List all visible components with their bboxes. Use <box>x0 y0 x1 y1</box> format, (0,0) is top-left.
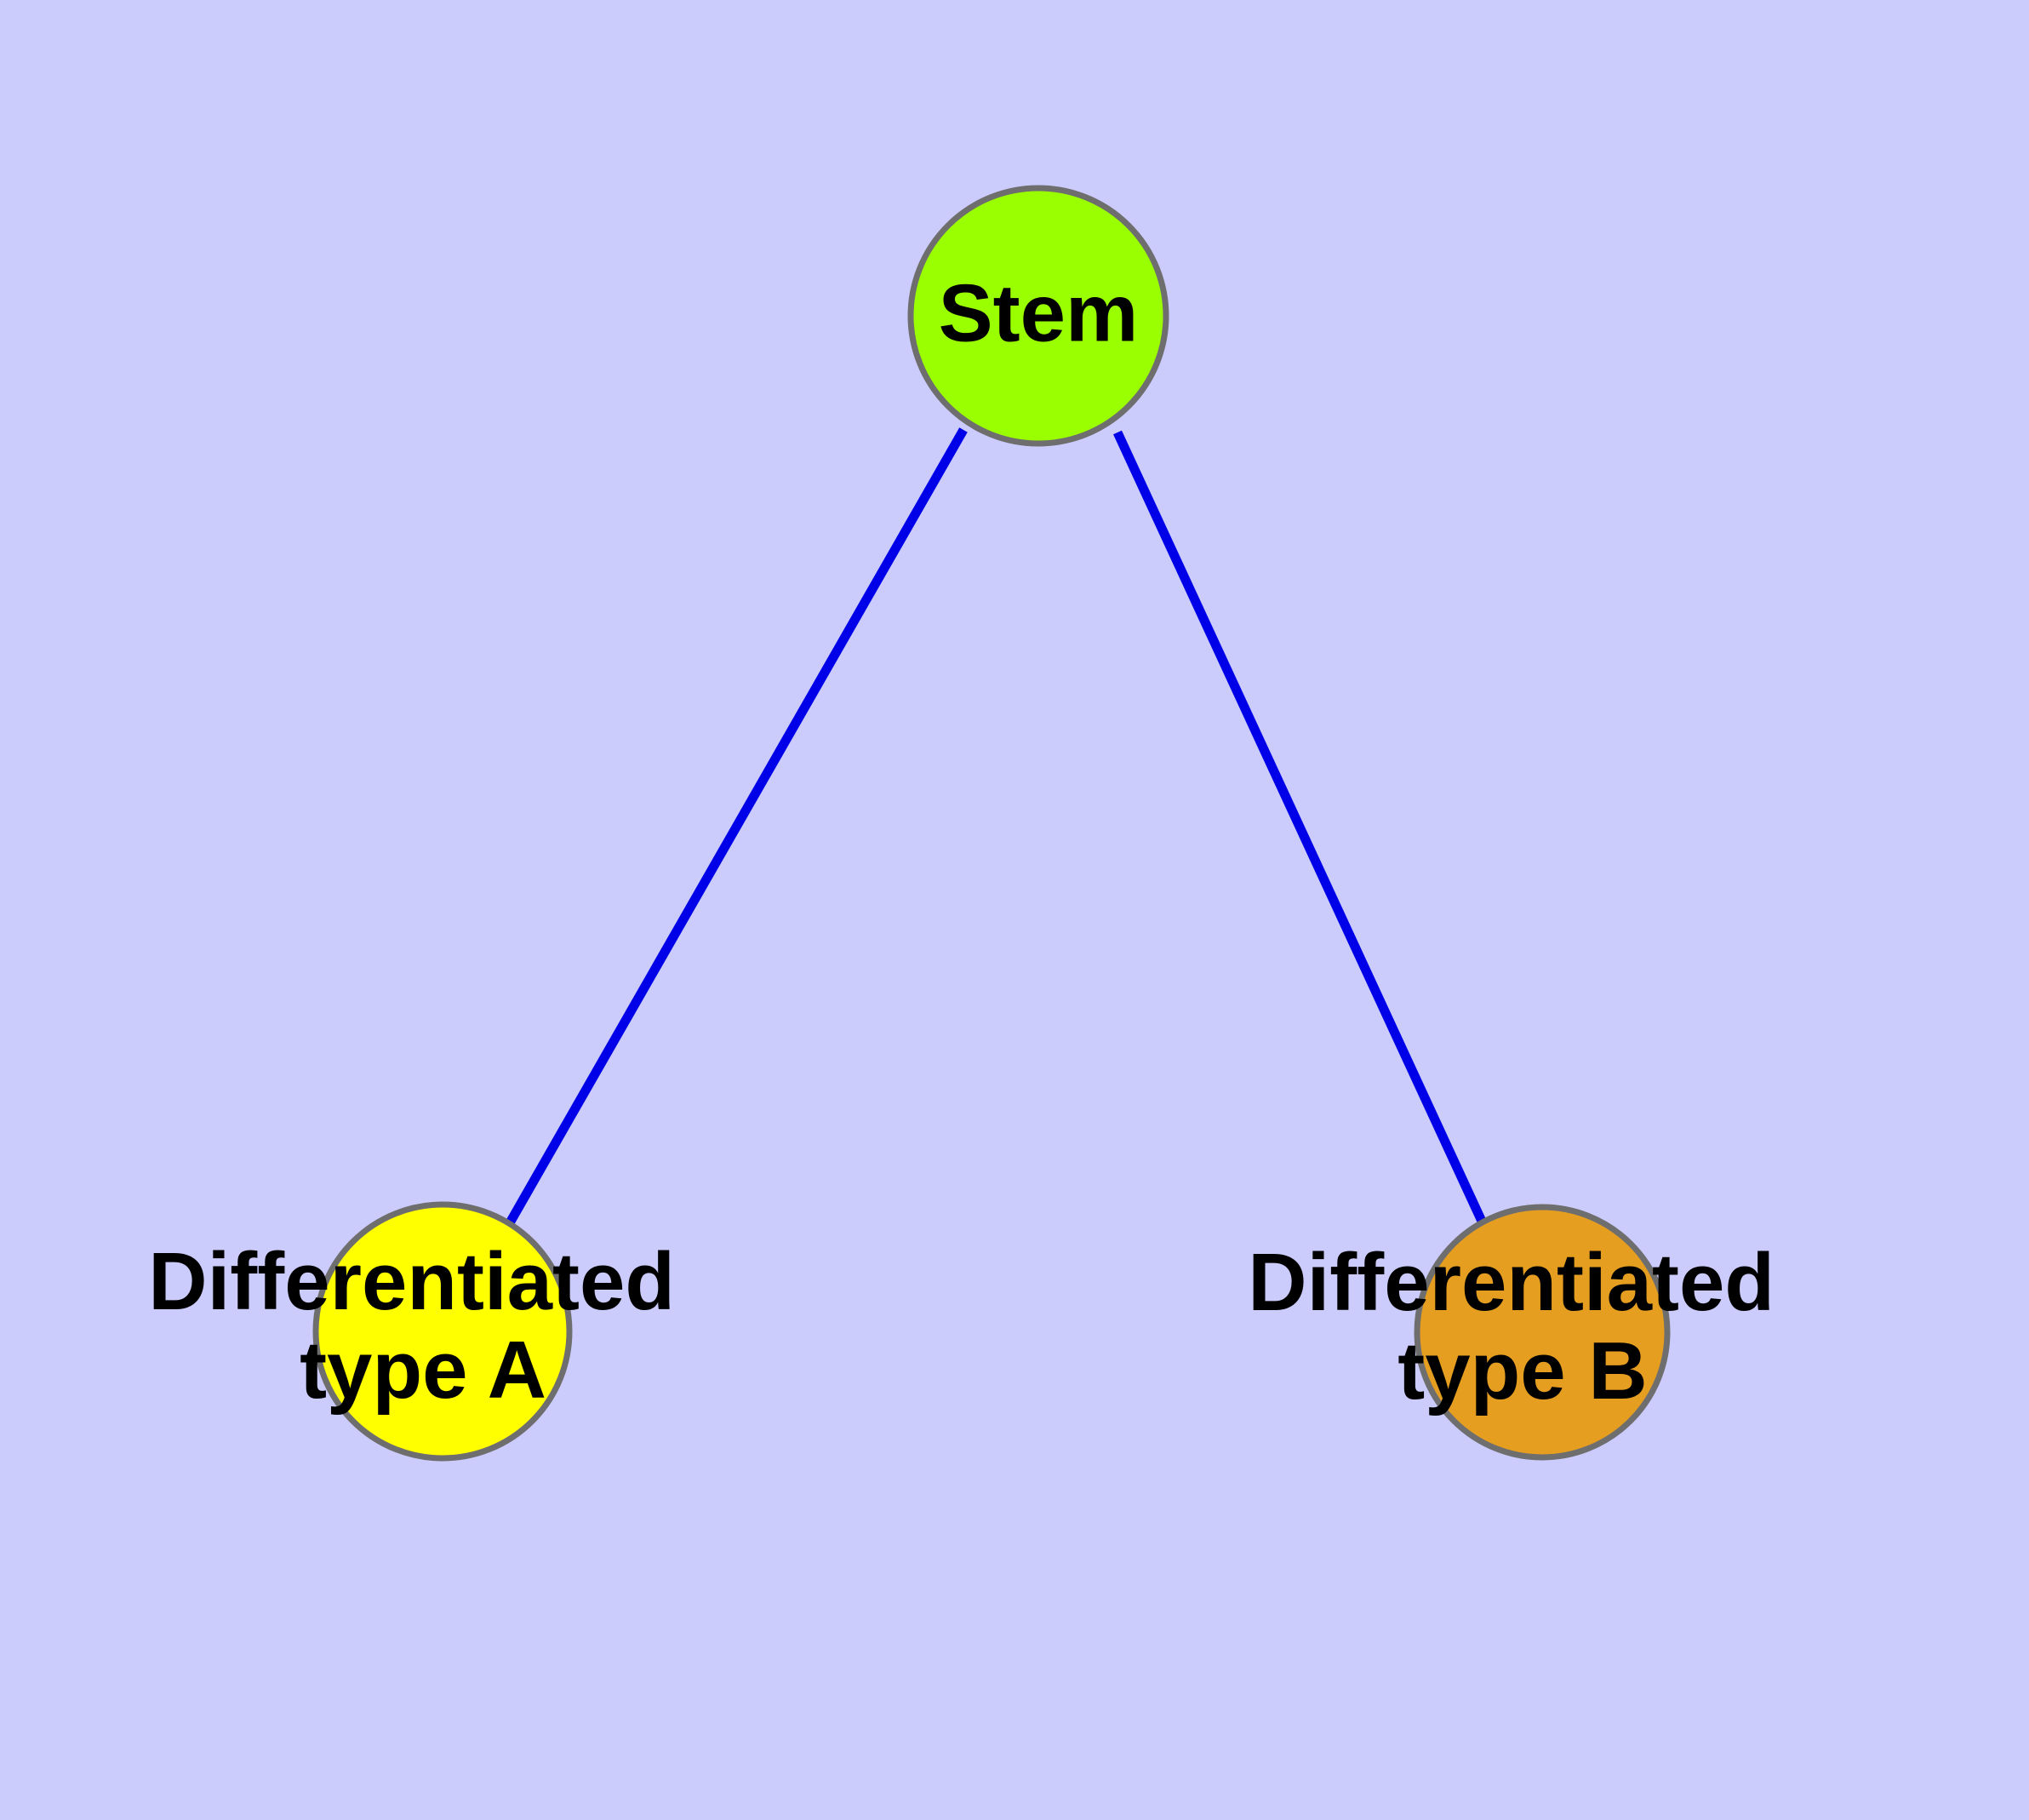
node-stem-circle[interactable] <box>907 185 1169 447</box>
node-stem-label: Stem <box>939 267 1139 358</box>
node-layer: Stem Differentiated type A Differentiate… <box>148 185 1797 1462</box>
edge-stem-to-diff-b[interactable] <box>1113 430 1489 1229</box>
node-diff-a-label-line-2: type A <box>300 1325 546 1416</box>
node-diff-b-label-line-1: Differentiated <box>1248 1237 1775 1328</box>
node-diff-a[interactable]: Differentiated type A <box>148 1201 697 1462</box>
node-diff-a-label: Differentiated type A <box>148 1236 697 1416</box>
node-diff-b-circle[interactable] <box>1414 1204 1671 1461</box>
node-stem[interactable]: Stem <box>907 185 1169 447</box>
node-diff-b-label-line-2: type B <box>1397 1325 1647 1417</box>
node-diff-b[interactable]: Differentiated type B <box>1248 1204 1797 1461</box>
edge-stem-to-diff-a[interactable] <box>504 427 968 1228</box>
edge-layer <box>504 427 1489 1229</box>
node-diff-a-label-line-1: Differentiated <box>148 1236 675 1327</box>
node-diff-a-circle[interactable] <box>312 1201 573 1462</box>
node-diff-b-label: Differentiated type B <box>1248 1237 1797 1417</box>
